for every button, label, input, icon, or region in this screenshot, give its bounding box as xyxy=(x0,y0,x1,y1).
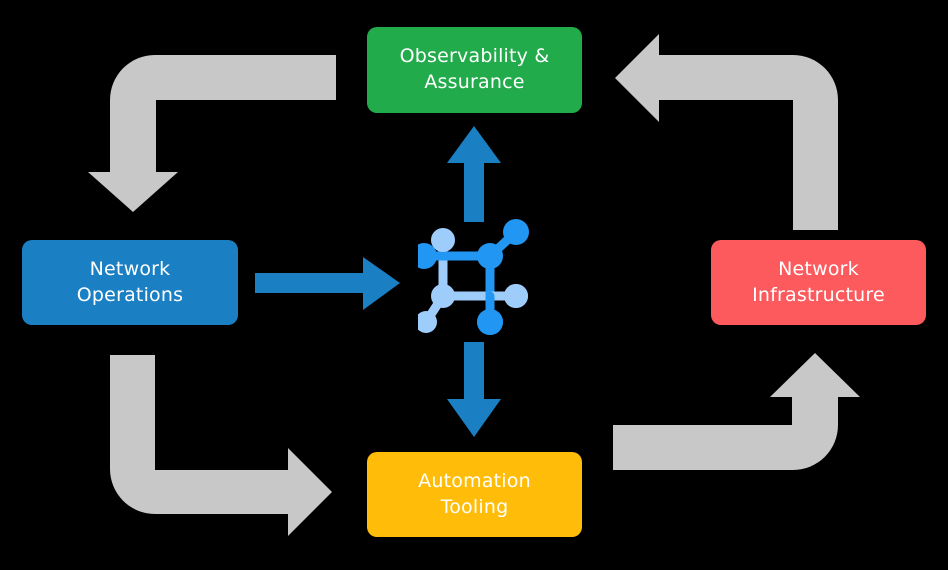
blue-arrow-center-to-observability xyxy=(447,126,501,222)
node-box-observability[interactable]: Observability & Assurance xyxy=(367,27,582,113)
network-node-light-bottomleft xyxy=(418,311,437,333)
node-label-automation-tooling: Automation Tooling xyxy=(418,469,531,518)
node-box-network-infrastructure[interactable]: Network Infrastructure xyxy=(711,240,926,325)
node-label-observability: Observability & Assurance xyxy=(399,45,550,93)
blue-arrow-netops-to-center xyxy=(255,257,400,310)
gray-arrow-observability-to-netops xyxy=(88,55,336,212)
network-icon-nodes xyxy=(418,219,529,335)
node-label-network-infrastructure: Network Infrastructure xyxy=(752,257,885,306)
gray-arrow-netinfra-to-observability xyxy=(615,34,838,230)
node-label-network-operations: Network Operations xyxy=(76,257,184,306)
gray-arrow-automation-to-netinfra xyxy=(613,353,860,470)
network-node-light-top xyxy=(431,228,455,252)
network-topology-icon xyxy=(418,219,529,335)
node-box-network-operations[interactable]: Network Operations xyxy=(22,240,238,325)
network-node-main-left xyxy=(418,243,437,269)
network-node-light-mid xyxy=(431,284,455,308)
network-node-main-hub xyxy=(477,243,503,269)
network-node-main-bottom-cap xyxy=(477,309,503,335)
node-box-automation-tooling[interactable]: Automation Tooling xyxy=(367,452,582,537)
gray-arrow-netops-to-automation xyxy=(110,355,332,536)
blue-arrow-center-to-automation xyxy=(447,342,501,437)
network-node-light-right-cap xyxy=(504,284,528,308)
network-node-main-topright xyxy=(503,219,529,245)
